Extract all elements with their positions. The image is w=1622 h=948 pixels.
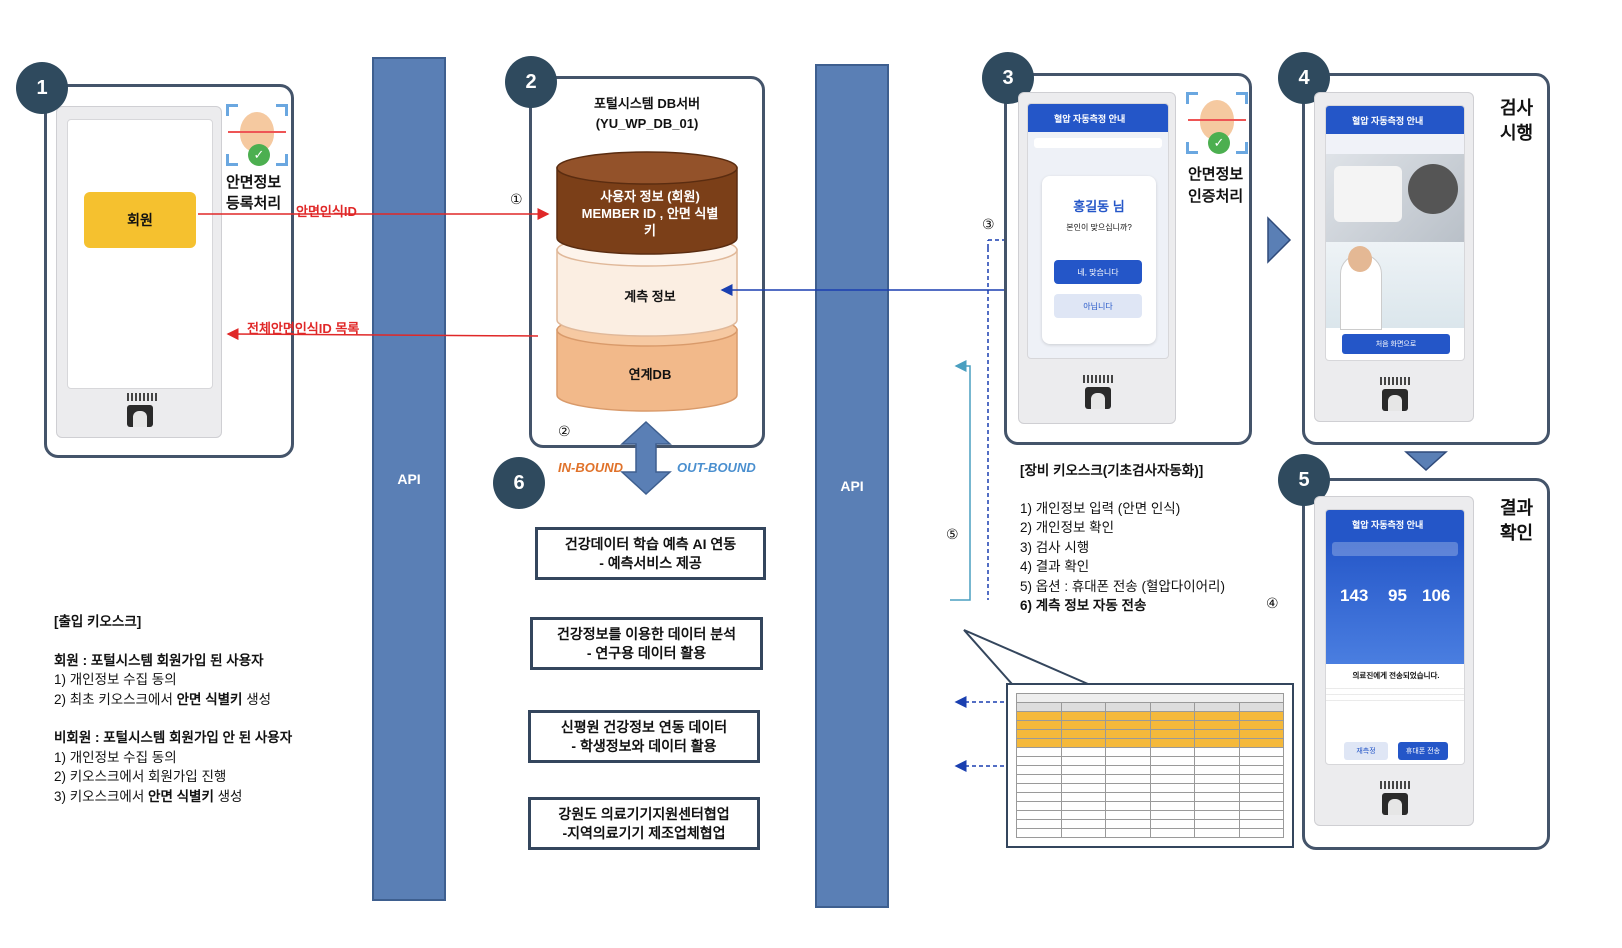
face-registration-icon: ✓ [226,104,288,166]
kiosk-barcode [1083,375,1113,383]
card-reader-icon [1382,389,1408,411]
step-badge-1: 1 [16,62,68,114]
home-button[interactable]: 처음 화면으로 [1342,334,1450,354]
service-data-analysis: 건강정보를 이용한 데이터 분석- 연구용 데이터 활용 [530,617,763,670]
result-kiosk-screen: 혈압 자동측정 안내 143 95 106 의료진에게 전송되었습니다. 재측정… [1325,509,1465,765]
device-step-6: 6) 계측 정보 자동 전송 [1020,598,1147,613]
kiosk-barcode [127,393,157,401]
in-out-bound-arrow [620,420,672,496]
device-kiosk-title: [장비 키오스크(기초검사자동화)] [1020,463,1204,478]
user-name: 홍길동 님 [1073,199,1125,214]
pulse-value: 106 [1422,586,1451,605]
no-button[interactable]: 아닙니다 [1054,294,1142,318]
entry-kiosk-device [56,106,222,438]
face-auth-icon: ✓ [1186,92,1248,154]
table-callout [963,629,1089,685]
remeasure-button[interactable]: 재측정 [1344,742,1388,760]
phone-send-button[interactable]: 휴대폰 전송 [1398,742,1448,760]
device-step-2: 2) 개인정보 확인 [1020,520,1115,535]
bracket-5 [950,360,971,601]
service-student-data: 신평원 건강정보 연동 데이터- 학생정보와 데이터 활용 [528,710,760,763]
marker-4: ④ [1266,595,1279,611]
result-kiosk-header: 혈압 자동측정 안내 [1326,510,1464,538]
device-step-1: 1) 개인정보 입력 (안면 인식) [1020,501,1181,516]
yes-button[interactable]: 네, 맞습니다 [1054,260,1142,284]
api-bar-right: API [815,64,889,908]
confirm-question: 본인이 맞으십니까? [1066,223,1132,232]
db-server-title: 포털시스템 DB서버(YU_WP_DB_01) [593,96,701,131]
table-grid [1016,693,1284,838]
card-reader-icon [1382,793,1408,815]
entry-kiosk-notes: [출입 키오스크] 회원 : 포털시스템 회원가입 된 사용자 1) 개인정보 … [54,614,293,804]
kiosk-barcode [1380,377,1410,385]
device-step-4: 4) 결과 확인 [1020,559,1090,574]
kiosk-barcode [1380,781,1410,789]
entry-kiosk-screen [67,119,213,389]
link-db-label: 연계DB [628,367,672,382]
marker-1: ① [510,191,523,207]
auth-kiosk-screen: 혈압 자동측정 안내 홍길동 님 본인이 맞으십니까? 네, 맞습니다 아닙니다 [1027,103,1169,359]
face-id-arrow-label: 안면인식ID [296,204,357,219]
measure-info-label: 계측 정보 [624,289,676,304]
auth-kiosk-header: 혈압 자동측정 안내 [1028,104,1168,132]
test-kiosk-device: 혈압 자동측정 안내 처음 화면으로 [1314,92,1474,422]
member-button[interactable]: 회원 [84,192,196,248]
service-ai-prediction: 건강데이터 학습 예측 AI 연동- 예측서비스 제공 [535,527,766,580]
api-bar-left: API [372,57,446,901]
user-info-label: 사용자 정보 (회원) MEMBER ID , 안면 식별 키 [581,189,719,238]
test-kiosk-screen: 혈압 자동측정 안내 처음 화면으로 [1325,105,1465,361]
face-id-list-arrow [226,328,539,341]
card-reader-icon [1085,387,1111,409]
auth-kiosk-device: 혈압 자동측정 안내 홍길동 님 본인이 맞으십니까? 네, 맞습니다 아닙니다 [1018,92,1176,424]
diastolic-value: 95 [1388,586,1407,605]
face-id-list-label: 전체안면인식ID 목록 [247,321,360,336]
database-cylinder [556,151,738,412]
flow-arrow-right [1267,216,1292,264]
in-bound-label: IN-BOUND [558,460,623,475]
step-badge-6: 6 [493,457,545,509]
systolic-value: 143 [1340,586,1369,605]
flow-arrow-down [1404,451,1448,472]
out-bound-label: OUT-BOUND [677,460,756,475]
step-badge-2: 2 [505,56,557,108]
data-table-thumbnail [1006,683,1294,848]
marker-3: ③ [982,216,995,232]
marker-5: ⑤ [946,526,959,542]
test-kiosk-header: 혈압 자동측정 안내 [1326,106,1464,134]
device-step-5: 5) 옵션 : 휴대폰 전송 (혈압다이어리) [1020,579,1225,594]
card-reader-icon [127,405,153,427]
result-kiosk-device: 혈압 자동측정 안내 143 95 106 의료진에게 전송되었습니다. 재측정… [1314,496,1474,826]
device-step-3: 3) 검사 시행 [1020,540,1090,555]
sent-message: 의료진에게 전송되었습니다. [1352,671,1440,680]
service-medical-collab: 강원도 의료기기지원센터협업-지역의료기기 제조업체협업 [528,797,760,850]
marker-2: ② [558,423,571,439]
